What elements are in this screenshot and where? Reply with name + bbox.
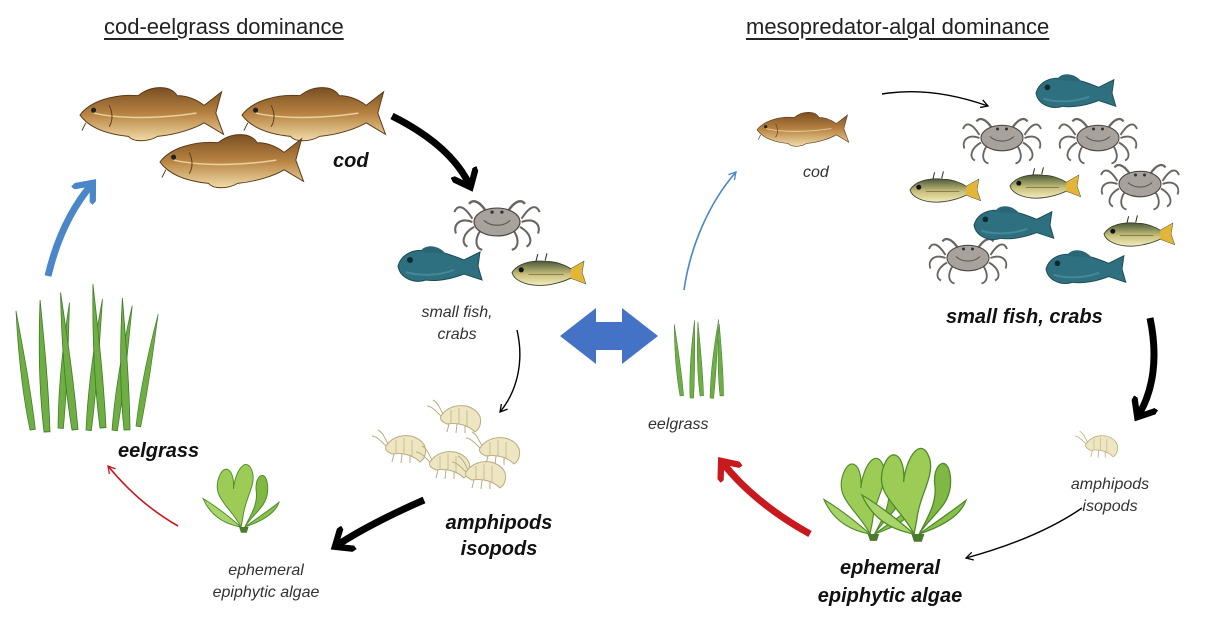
left-small-fish-line2: crabs [437,326,477,343]
stickleback-fish-icon [511,252,587,286]
left-eelgrass-label: eelgrass [118,440,200,462]
arrow-algae-to-eelgrass [722,462,812,538]
eelgrass-icon [671,318,724,399]
right-amphipods-line2: isopods [1082,498,1138,515]
left-cod-label: cod [333,150,369,172]
left-algae-line1: ephemeral [228,562,304,579]
arrow-cod-to-small-fish [881,90,990,109]
left-algae-line2: epiphytic algae [212,584,320,601]
left-panel-title: cod-eelgrass dominance [104,14,344,39]
double-arrow-icon [560,308,658,364]
algae-icon [202,463,280,534]
arrow-small-fish-to-amphipods [499,329,521,414]
algae-icon [823,447,967,543]
right-amphipods-label: amphipods isopods [1060,474,1160,518]
arrow-cod-to-small-fish [390,112,470,186]
arrow-amphipods-to-algae [336,496,426,546]
left-small-fish-line1: small fish, [421,304,493,321]
right-algae-line1: ephemeral [839,557,941,579]
left-amphipods-line1: amphipods [445,512,553,534]
arrow-algae-to-eelgrass [107,464,179,527]
crab-icon [453,200,541,252]
right-cod-label: cod [803,164,829,181]
eelgrass-icon [11,283,162,433]
right-panel-title: mesopredator-algal dominance [746,14,1050,39]
left-algae-label: ephemeral epiphytic algae [186,560,346,604]
right-algae-label: ephemeral epiphytic algae [790,554,990,610]
left-small-fish-label: small fish, crabs [402,302,512,346]
arrow-small-fish-to-amphipods [1138,317,1154,416]
left-amphipods-line2: isopods [460,538,538,560]
arrow-amphipods-to-algae [964,507,1083,561]
cod-fish-icon [756,111,850,147]
right-algae-line2: epiphytic algae [817,585,963,607]
arrow-eelgrass-to-cod [683,171,737,291]
amphipod-icon [371,399,521,490]
right-amphipods-line1: amphipods [1070,476,1150,493]
left-amphipods-label: amphipods isopods [424,510,574,562]
right-small-fish-label: small fish, crabs [946,306,1103,328]
arrow-eelgrass-to-cod [44,184,92,277]
goby-fish-icon [397,245,483,283]
amphipod-icon [1074,430,1119,459]
right-eelgrass-label: eelgrass [648,416,709,433]
